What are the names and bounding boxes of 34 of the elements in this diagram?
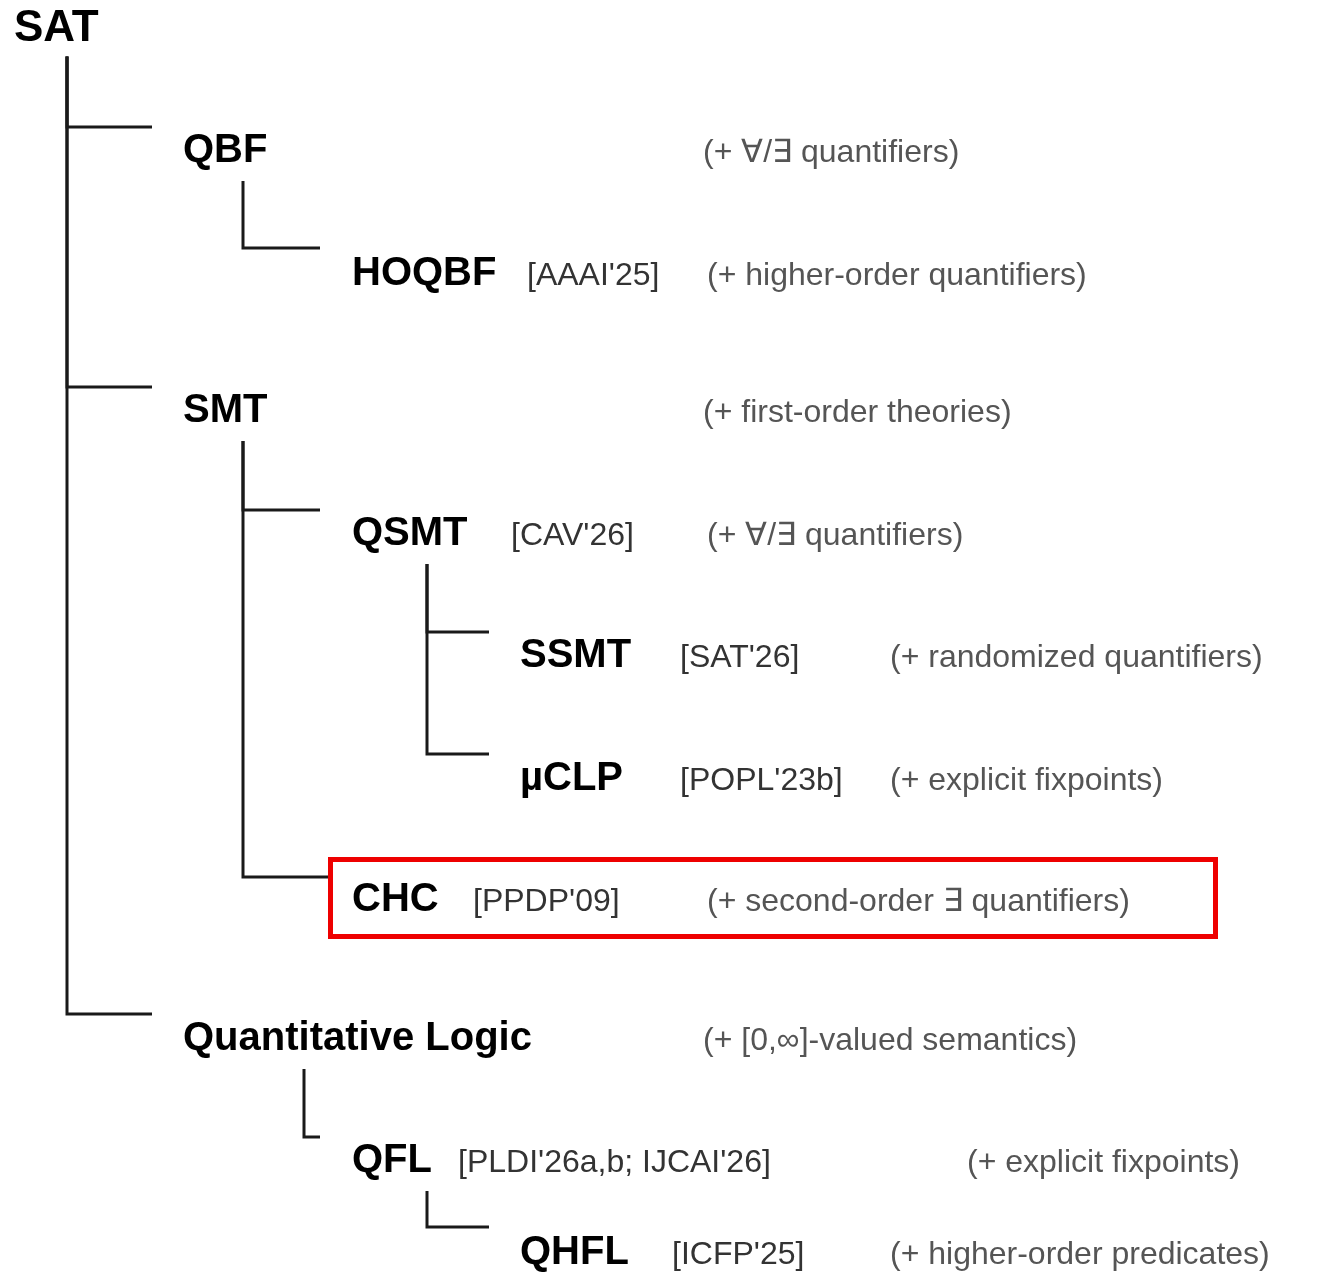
extension-note: (+ explicit fixpoints)	[967, 1142, 1240, 1181]
tree-connector	[241, 181, 320, 250]
citation: [PPDP'09]	[473, 880, 621, 920]
citation: [POPL'23b]	[680, 760, 844, 799]
term-name: CHC	[352, 873, 440, 921]
term-name: QSMT	[352, 508, 469, 555]
extension-note: (+ explicit fixpoints)	[890, 760, 1163, 799]
term-name: SSMT	[520, 630, 633, 677]
extension-note: (+ higher-order quantifiers)	[707, 255, 1087, 294]
term-name: QHFL	[520, 1227, 630, 1274]
extension-note: (+ higher-order predicates)	[890, 1234, 1270, 1273]
citation: [AAAI'25]	[527, 255, 661, 294]
term-name: µCLP	[520, 753, 625, 800]
term-name: Quantitative Logic	[183, 1013, 533, 1060]
highlight-frame	[328, 857, 1218, 939]
citation: [PLDI'26a,b; IJCAI'26]	[458, 1142, 772, 1181]
extension-note: (+ randomized quantifiers)	[890, 637, 1263, 676]
citation: [ICFP'25]	[672, 1234, 806, 1273]
term-name: HOQBF	[352, 248, 498, 295]
tree-connector	[302, 1069, 320, 1139]
tree-connector	[65, 56, 152, 1016]
extension-note: (+ second-order ∃ quantifiers)	[707, 880, 1130, 920]
citation: [CAV'26]	[511, 515, 635, 554]
tree-connector	[425, 564, 489, 756]
term-name: SMT	[183, 385, 269, 432]
tree-connector	[425, 1191, 489, 1229]
citation: [SAT'26]	[680, 637, 801, 676]
term-name: QBF	[183, 125, 269, 172]
term-name: SAT	[14, 2, 99, 51]
extension-note: (+ [0,∞]-valued semantics)	[703, 1020, 1078, 1059]
extension-note: (+ first-order theories)	[703, 392, 1012, 431]
extension-note: (+ ∀/∃ quantifiers)	[707, 515, 964, 554]
extension-note: (+ ∀/∃ quantifiers)	[703, 132, 960, 171]
term-name: QFL	[352, 1135, 433, 1182]
